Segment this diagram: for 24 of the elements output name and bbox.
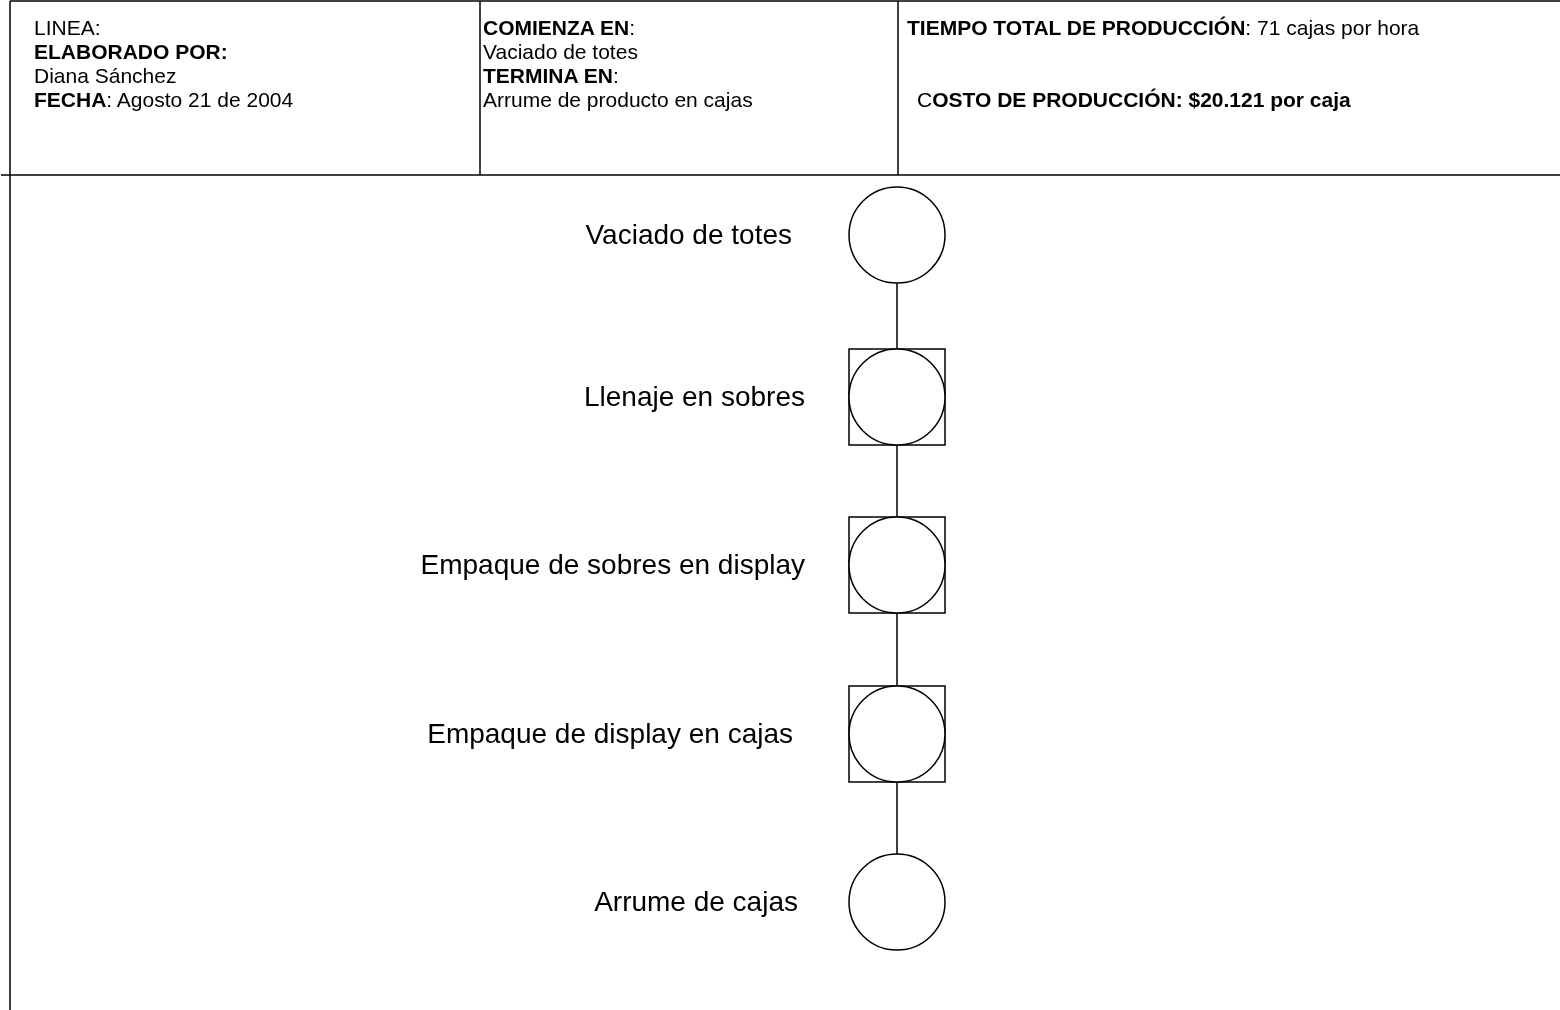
field-label: LINEA: bbox=[34, 16, 101, 40]
step-label: Empaque de sobres en display bbox=[420, 548, 805, 582]
step-label: Empaque de display en cajas bbox=[427, 717, 793, 751]
field-value: COSTO DE PRODUCCIÓN: $20.121 por caja bbox=[917, 88, 1351, 112]
connector-line bbox=[896, 444, 898, 518]
field-label: ELABORADO POR: bbox=[34, 40, 228, 64]
combined-operation-symbol bbox=[848, 685, 946, 783]
step-label: Arrume de cajas bbox=[594, 885, 798, 919]
combined-operation-symbol bbox=[848, 516, 946, 614]
operation-circle bbox=[848, 853, 946, 951]
connector-line bbox=[896, 781, 898, 855]
step-label: Vaciado de totes bbox=[585, 218, 792, 252]
field-value: TIEMPO TOTAL DE PRODUCCIÓN: 71 cajas por hora bbox=[907, 16, 1421, 40]
field-value: Diana Sánchez bbox=[34, 64, 177, 88]
field-value: FECHA: Agosto 21 de 2004 bbox=[34, 88, 294, 112]
connector-line bbox=[896, 282, 898, 350]
connector-line bbox=[896, 612, 898, 687]
operation-circle bbox=[848, 186, 946, 284]
field-label: COMIENZA EN: bbox=[483, 16, 636, 40]
combined-operation-symbol bbox=[848, 348, 946, 446]
field-value: Vaciado de totes bbox=[483, 40, 638, 64]
step-label: Llenaje en sobres bbox=[583, 380, 805, 414]
field-label: TERMINA EN: bbox=[483, 64, 619, 88]
field-value: Arrume de producto en cajas bbox=[483, 88, 753, 112]
